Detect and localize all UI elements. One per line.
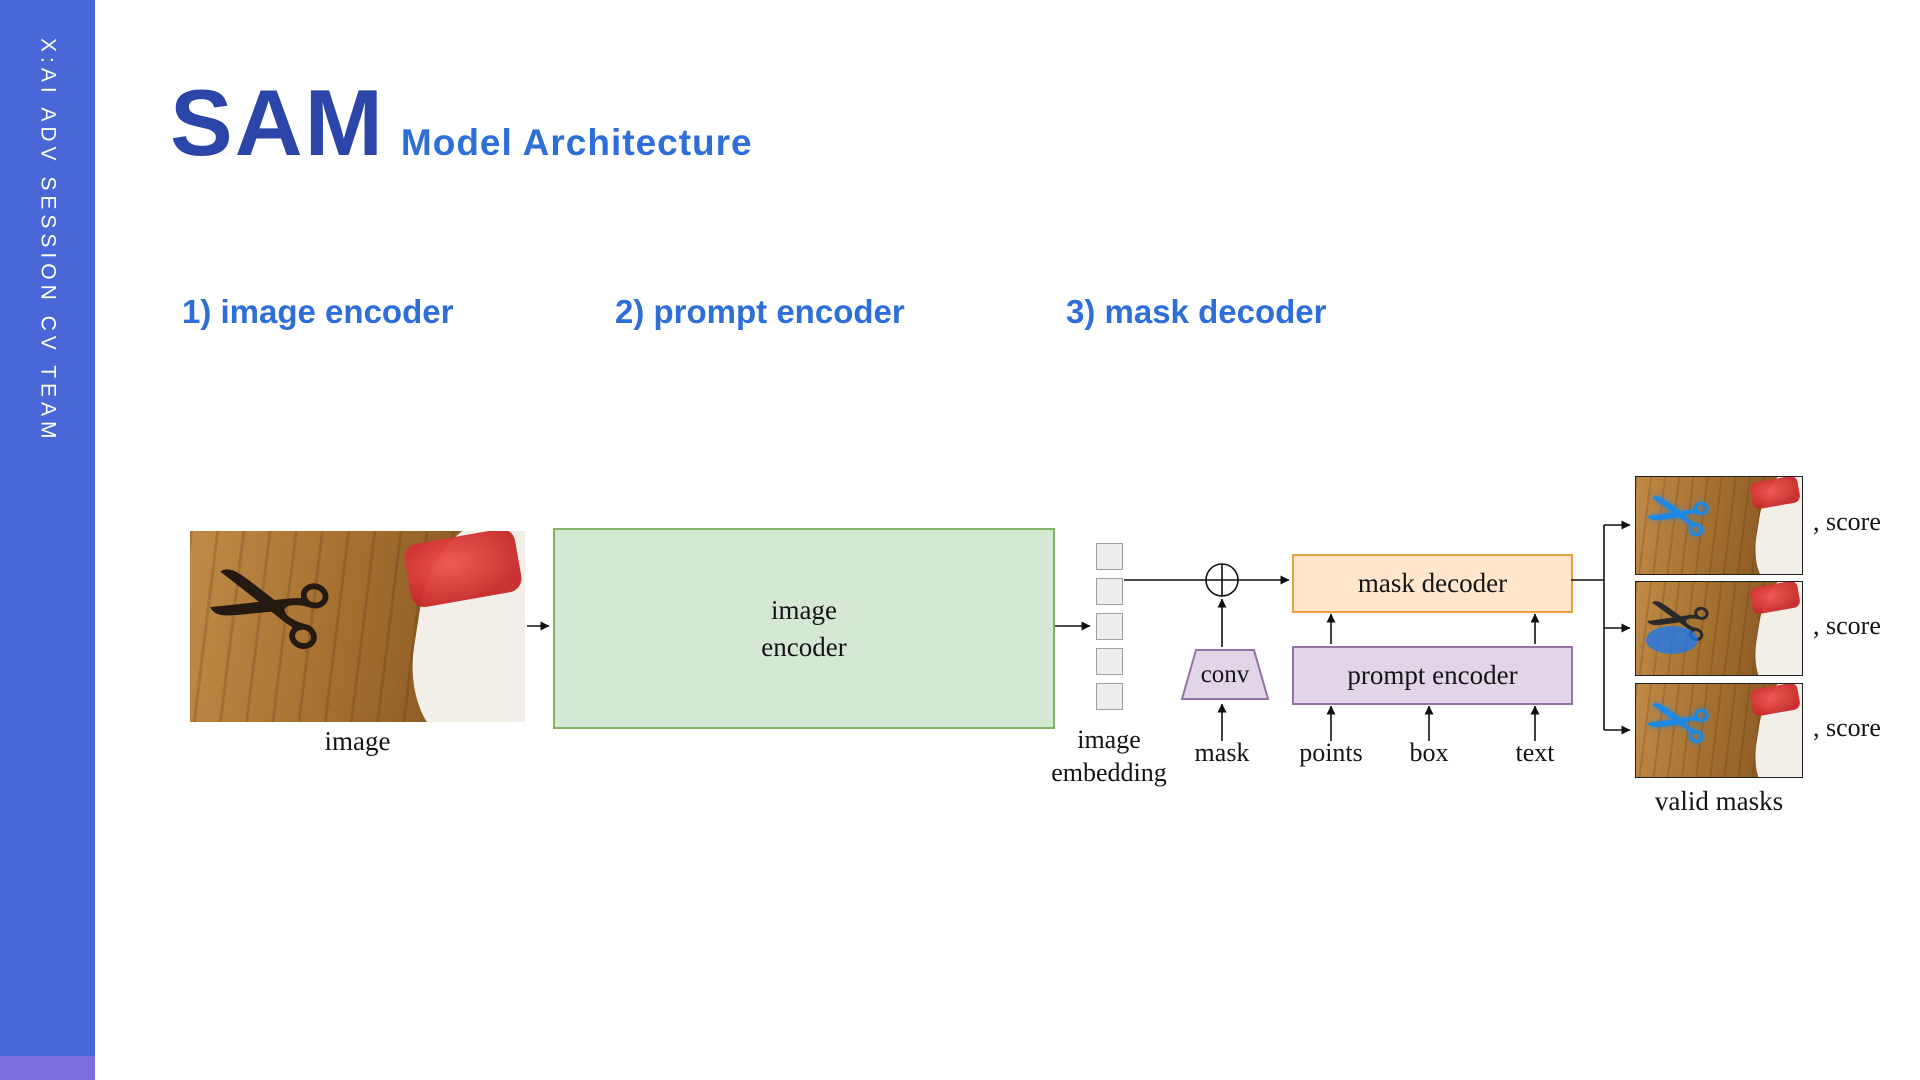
embedding-token	[1096, 543, 1123, 570]
valid-mask-output-1: ✂	[1635, 476, 1803, 575]
embedding-token	[1096, 613, 1123, 640]
score-label-2: , score	[1813, 611, 1881, 640]
embedding-token	[1096, 648, 1123, 675]
valid-mask-output-3: ✂	[1635, 683, 1803, 778]
scissors-mask-icon: ✂	[1635, 683, 1720, 775]
slide-subtitle: Model Architecture	[400, 122, 753, 163]
section-label-mask-decoder: 3) mask decoder	[1066, 293, 1327, 330]
sidebar: X:AI ADV SESSION CV TEAM	[0, 0, 95, 1080]
prompt-input-text: text	[1515, 738, 1555, 767]
sidebar-vertical-text: X:AI ADV SESSION CV TEAM	[36, 38, 60, 444]
slide-header: SAM Model Architecture	[170, 76, 753, 170]
prompt-input-box: box	[1409, 738, 1449, 767]
image-encoder-label-line2: encoder	[761, 631, 847, 662]
image-encoder-box: image encoder	[553, 528, 1055, 729]
image-embedding-tokens	[1096, 543, 1123, 710]
input-image-caption: image	[324, 726, 391, 756]
circled-plus-icon	[1205, 563, 1239, 597]
embedding-caption-line1: image	[1077, 725, 1141, 754]
section-label-prompt-encoder: 2) prompt encoder	[615, 293, 905, 330]
valid-masks-caption: valid masks	[1654, 786, 1784, 816]
embedding-token	[1096, 578, 1123, 605]
mask-decoder-label: mask decoder	[1357, 568, 1508, 599]
embedding-caption-line2: embedding	[1051, 757, 1167, 787]
score-label-1: , score	[1813, 507, 1881, 536]
image-encoder-label-line1: image	[771, 595, 837, 626]
valid-mask-output-2: ✂	[1635, 581, 1803, 676]
mask-decoder-box: mask decoder	[1292, 554, 1573, 613]
slide-title: SAM	[170, 70, 385, 175]
sidebar-bottom-accent	[0, 1056, 95, 1080]
prompt-input-points: points	[1299, 738, 1363, 767]
input-image: ✂	[190, 531, 525, 722]
prompt-encoder-box: prompt encoder	[1292, 646, 1573, 705]
conv-trapezoid-shape	[1181, 649, 1269, 700]
scissors-icon: ✂	[190, 531, 352, 709]
scissors-icon: ✂	[1636, 582, 1719, 673]
embedding-token	[1096, 683, 1123, 710]
scissors-mask-icon: ✂	[1635, 476, 1720, 568]
partial-mask-highlight	[1646, 626, 1698, 654]
prompt-encoder-label: prompt encoder	[1347, 660, 1518, 691]
conv-block: conv	[1181, 649, 1269, 700]
mask-input-label: mask	[1194, 738, 1250, 767]
section-label-image-encoder: 1) image encoder	[182, 293, 454, 330]
image-embedding-caption: image embedding	[1024, 724, 1194, 789]
score-label-3: , score	[1813, 713, 1881, 742]
conv-label: conv	[1200, 660, 1250, 688]
